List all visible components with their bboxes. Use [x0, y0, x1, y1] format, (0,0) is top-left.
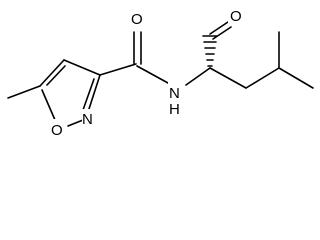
bond-c3-n2 — [87, 74, 101, 113]
amide-nitrogen-label: N — [169, 85, 180, 102]
bond-cg-methyl-right — [278, 67, 314, 89]
bond-c3-n2-inner — [82, 78, 95, 111]
hashed-wedge-bond — [202, 35, 218, 67]
molecule-drawing: O O N H N O — [7, 6, 314, 139]
bond-c4-c3 — [63, 59, 101, 76]
bond-cb-cg — [245, 67, 280, 89]
ring-nitrogen-label: N — [82, 111, 93, 128]
bond-c5-c4 — [39, 59, 65, 87]
bond-c3-carbonyl — [99, 63, 137, 76]
bond-methyl-c5 — [7, 85, 41, 99]
bond-carbonyl-n — [136, 65, 169, 84]
bond-cho-o-second — [212, 26, 232, 40]
bond-o1-c5 — [41, 89, 56, 121]
bond-n-ca — [185, 67, 211, 86]
ring-oxygen-label: O — [51, 122, 63, 139]
structure-diagram: O O N H N O — [7, 6, 314, 139]
bond-ca-cb — [209, 67, 247, 89]
bond-c5-c4-inner — [46, 65, 66, 86]
bond-cho-o — [209, 21, 229, 35]
aldehyde-oxygen-label: O — [230, 8, 242, 25]
carbonyl-oxygen-label: O — [131, 11, 143, 28]
amide-hydrogen-label: H — [169, 101, 180, 118]
